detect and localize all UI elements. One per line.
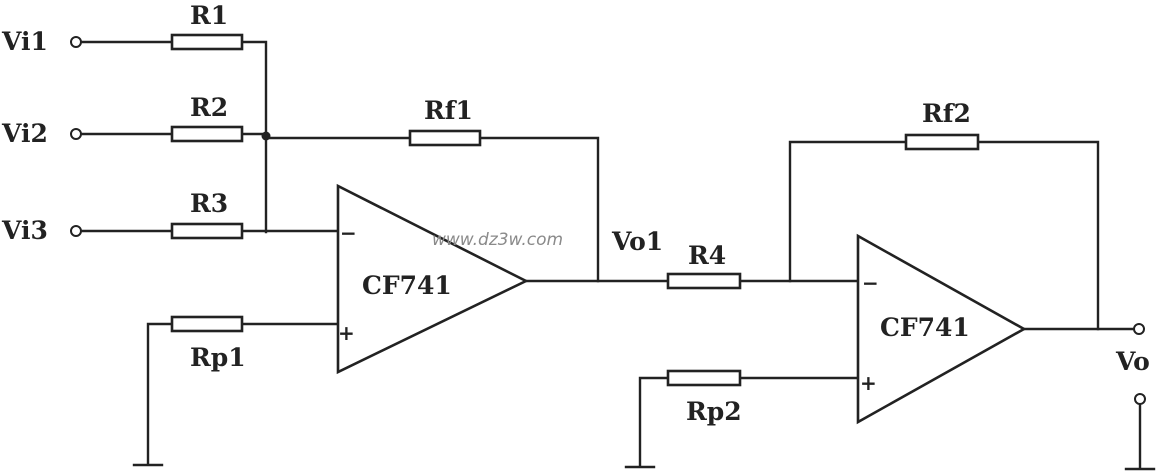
label-vi1: Vi1 <box>1 27 48 56</box>
grounds <box>132 463 1156 471</box>
opamp-1-plus: + <box>338 321 355 345</box>
terminal-vi3 <box>70 225 82 237</box>
watermark: www.dz3w.com <box>432 230 563 250</box>
label-r1: R1 <box>190 1 228 30</box>
wire-vi1 <box>78 40 268 234</box>
resistor-r1 <box>170 33 244 51</box>
resistors <box>170 33 980 387</box>
opamp-2-label: CF741 <box>880 313 970 342</box>
label-r4: R4 <box>688 241 726 270</box>
resistor-rf2 <box>904 133 980 151</box>
terminal-vi1 <box>70 36 82 48</box>
opamp-2-plus: + <box>860 371 877 395</box>
resistor-r2 <box>170 125 244 143</box>
label-vi3: Vi3 <box>1 216 48 245</box>
label-rf1: Rf1 <box>424 96 473 125</box>
wire-rf1-feedback <box>264 136 600 283</box>
label-rp2: Rp2 <box>686 397 742 426</box>
opamp-1-label: CF741 <box>362 271 452 300</box>
label-vo: Vo <box>1115 347 1150 376</box>
label-vi2: Vi2 <box>1 119 48 148</box>
label-rf2: Rf2 <box>922 99 971 128</box>
label-r3: R3 <box>190 189 228 218</box>
resistor-r4 <box>666 272 742 290</box>
terminal-vi2 <box>70 128 82 140</box>
opamp-2-minus: − <box>862 271 879 295</box>
label-r2: R2 <box>190 93 228 122</box>
opamp-2 <box>856 233 1027 425</box>
labels: Vi1 Vi2 Vi3 R1 R2 R3 Rf1 Rp1 R4 Rf2 Rp2 … <box>1 1 1150 426</box>
resistor-rf1 <box>408 129 482 147</box>
resistor-rp1 <box>170 315 244 333</box>
terminal-vo-out <box>1133 323 1145 335</box>
wire-rp2 <box>638 376 860 468</box>
terminals <box>70 36 1146 405</box>
wire-rp1 <box>146 322 340 466</box>
wire-rf2-feedback <box>788 140 1100 331</box>
resistor-rp2 <box>666 369 742 387</box>
terminal-vo-gnd <box>1134 393 1146 405</box>
resistor-r3 <box>170 222 244 240</box>
label-vo1: Vo1 <box>611 227 663 256</box>
label-rp1: Rp1 <box>190 343 246 372</box>
opamp-1 <box>336 183 529 375</box>
junction-node <box>261 131 271 141</box>
wires <box>78 40 1142 470</box>
opamp-1-minus: − <box>340 221 357 245</box>
